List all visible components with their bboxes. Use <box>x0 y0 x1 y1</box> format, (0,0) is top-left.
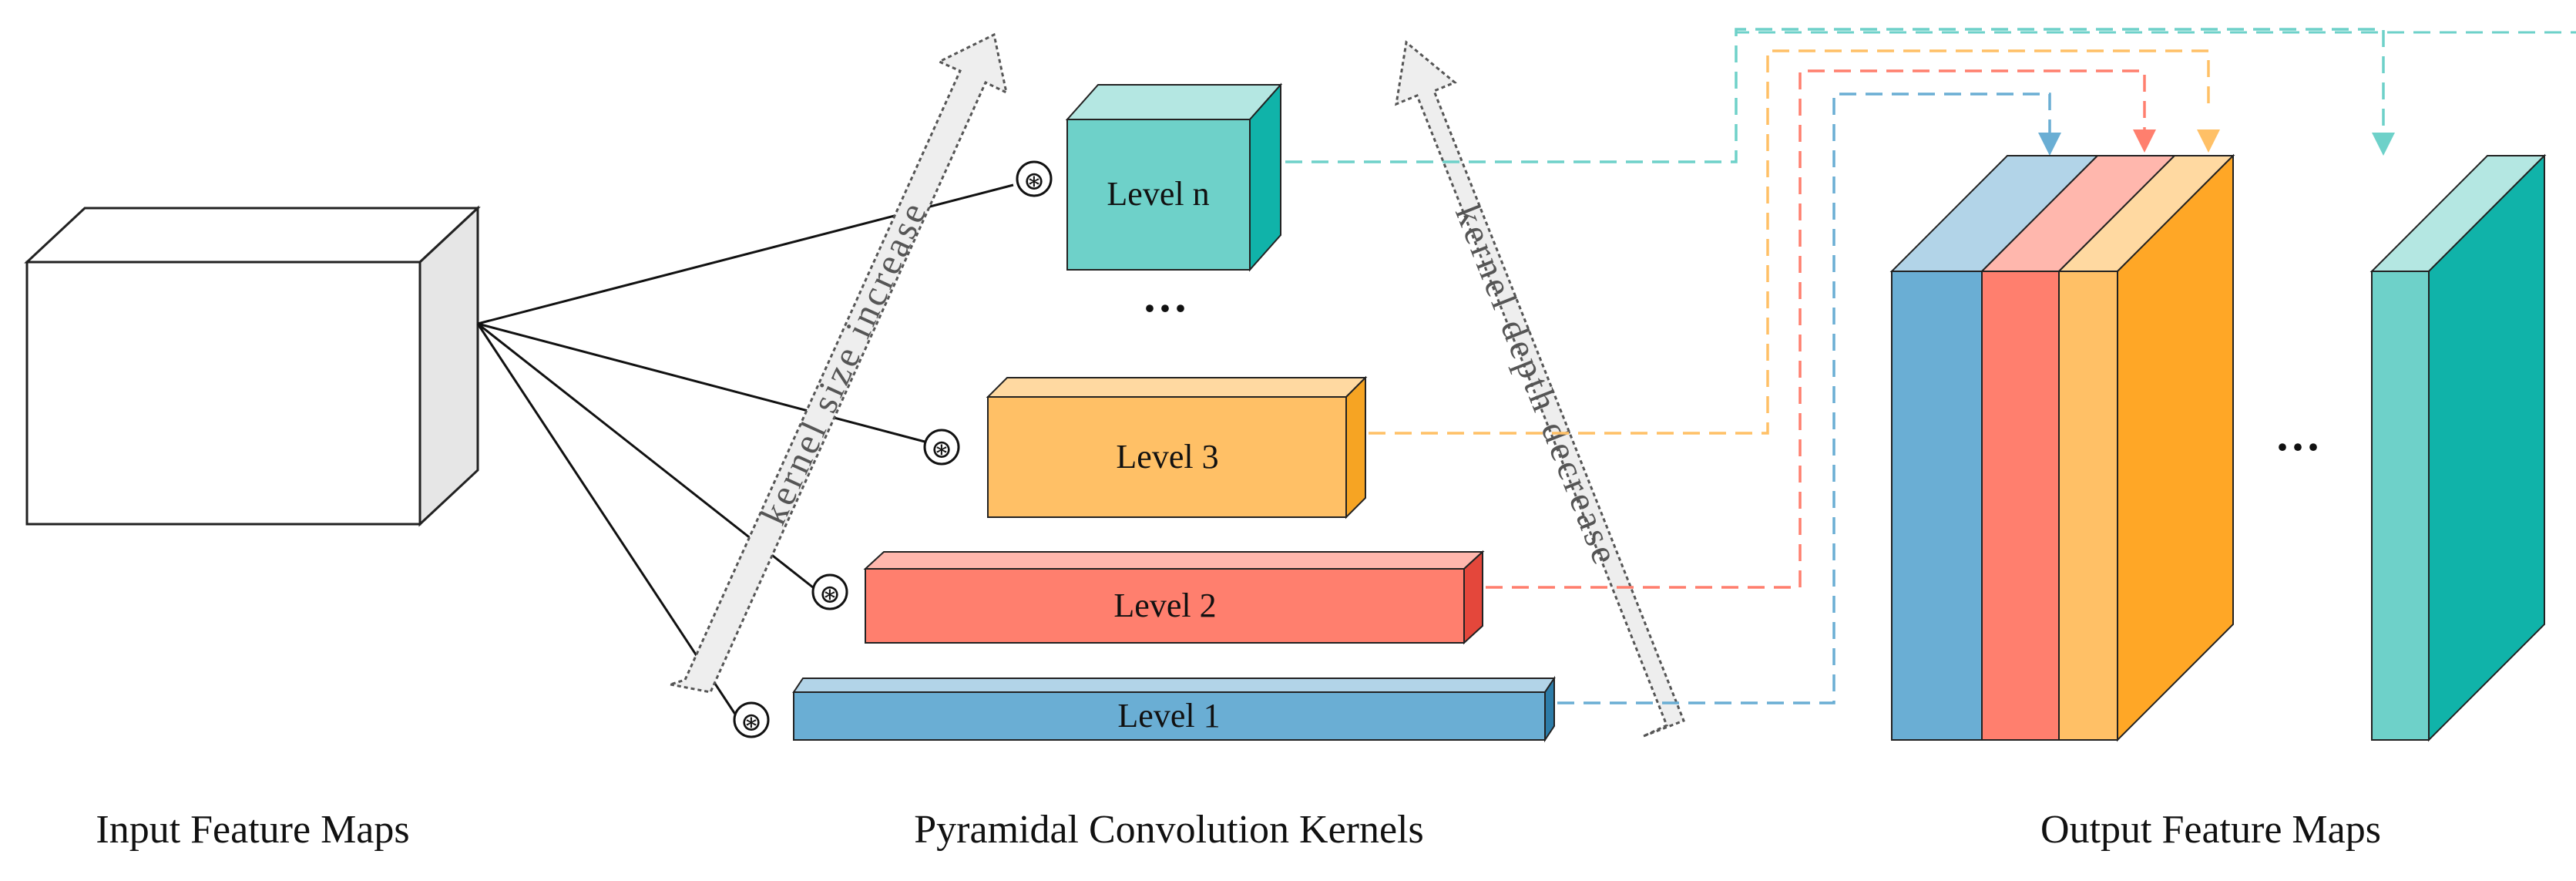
conv-operator-level-2: ⊛ <box>811 573 848 610</box>
route-level-2-red <box>1486 69 2146 589</box>
kernel-level-2-label: Level 2 <box>1113 587 1216 624</box>
arrowhead-red <box>2133 129 2156 153</box>
output-blue-front <box>1891 271 1983 741</box>
kernel-level-n: Level n <box>1065 82 1283 272</box>
output-feature-map-stack <box>1889 153 2235 742</box>
kernel-level-3-label: Level 3 <box>1116 438 1218 476</box>
kernel-level-3: Level 3 <box>986 375 1368 520</box>
route-level-1-blue <box>1557 92 2051 704</box>
kernel-level-3-side <box>1345 375 1366 520</box>
output-teal-feature-map <box>2369 153 2547 742</box>
output-teal-front <box>2371 271 2430 741</box>
kernel-level-3-top <box>986 377 1368 398</box>
kernel-level-1-label: Level 1 <box>1117 697 1220 735</box>
route-level-3-orange <box>1369 49 2210 435</box>
caption-output-feature-maps: Output Feature Maps <box>2040 808 2381 852</box>
caption-pyramidal-convolution-kernels: Pyramidal Convolution Kernels <box>914 808 1423 852</box>
kernel-level-1-front <box>793 691 1546 741</box>
route-level-n-teal <box>1285 28 2385 163</box>
svg-text:⊛: ⊛ <box>1023 167 1046 196</box>
conv-operator-level-3: ⊛ <box>923 429 960 466</box>
kernel-level-1-top <box>792 678 1556 693</box>
arrowhead-blue <box>2038 133 2061 156</box>
kernel-level-2-top <box>863 551 1485 570</box>
output-ellipsis: ··· <box>2275 422 2321 472</box>
kernels-ellipsis: ··· <box>1142 283 1188 334</box>
convolution-operators: ⊛ ⊛ ⊛ ⊛ <box>733 160 1053 738</box>
kernel-level-2-side <box>1463 550 1483 645</box>
svg-text:⊛: ⊛ <box>931 435 953 464</box>
output-red-front <box>1981 271 2060 741</box>
kernel-level-2-front <box>865 568 1465 644</box>
kernel-level-3-front <box>987 396 1347 518</box>
conv-operator-level-n: ⊛ <box>1016 160 1053 197</box>
input-feature-map-cube <box>24 205 481 527</box>
kernel-level-n-front <box>1066 119 1251 271</box>
arrowhead-teal <box>2372 133 2395 156</box>
svg-text:⊛: ⊛ <box>741 708 763 737</box>
kernel-to-output-routes <box>1285 28 2385 704</box>
route-arrowheads <box>2038 129 2395 156</box>
kernel-level-2: Level 2 <box>863 550 1485 645</box>
output-orange-front <box>2058 271 2118 741</box>
kernel-depth-decrease-label: kernel depth decrease <box>1447 199 1627 572</box>
conv-operator-level-1: ⊛ <box>733 701 770 738</box>
arrowhead-orange <box>2197 129 2220 153</box>
caption-input-feature-maps: Input Feature Maps <box>96 808 409 852</box>
kernel-level-1: Level 1 <box>792 675 1556 743</box>
kernel-level-n-top <box>1065 84 1283 120</box>
kernel-level-n-label: Level n <box>1107 175 1209 213</box>
svg-text:⊛: ⊛ <box>819 580 841 609</box>
